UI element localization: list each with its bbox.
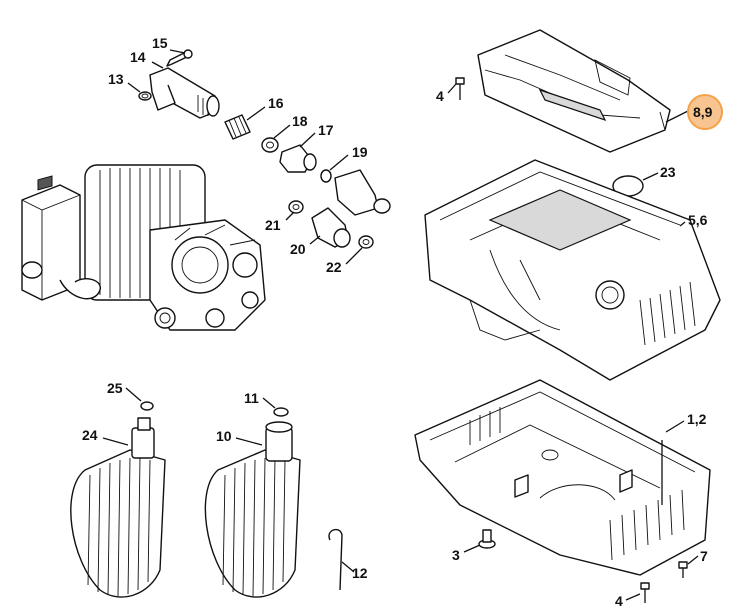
label-14: 14 bbox=[130, 49, 146, 65]
label-20: 20 bbox=[290, 241, 306, 257]
top-handle-part bbox=[455, 29, 671, 153]
label-3: 3 bbox=[452, 547, 460, 563]
label-24: 24 bbox=[82, 427, 98, 443]
leader-lines bbox=[102, 49, 699, 601]
highlight-circle bbox=[687, 94, 723, 130]
label-22: 22 bbox=[326, 259, 342, 275]
label-17: 17 bbox=[318, 122, 334, 138]
label-12: 12 bbox=[352, 565, 368, 581]
upper-housing bbox=[424, 159, 721, 381]
filter-10 bbox=[204, 407, 301, 598]
label-4-top: 4 bbox=[436, 88, 444, 104]
label-5-6: 5,6 bbox=[688, 212, 708, 228]
label-1-2: 1,2 bbox=[687, 411, 707, 427]
screw-7 bbox=[678, 561, 688, 578]
screw-4-bottom bbox=[640, 582, 650, 603]
label-11: 11 bbox=[244, 390, 259, 406]
inlet-fitting-assembly bbox=[138, 49, 220, 119]
label-25: 25 bbox=[107, 380, 123, 396]
screw-3 bbox=[478, 529, 496, 549]
label-10: 10 bbox=[216, 428, 232, 444]
label-19: 19 bbox=[352, 144, 368, 160]
filter-24 bbox=[70, 401, 166, 598]
label-18: 18 bbox=[292, 113, 308, 129]
part-labels: 15 14 13 16 18 17 19 21 20 22 4 8,9 23 5… bbox=[82, 35, 713, 609]
label-13: 13 bbox=[108, 71, 124, 87]
label-15: 15 bbox=[152, 35, 168, 51]
label-7: 7 bbox=[700, 548, 708, 564]
label-4-bottom: 4 bbox=[615, 593, 623, 609]
label-23: 23 bbox=[660, 164, 676, 180]
base-frame bbox=[414, 379, 711, 576]
label-8-9: 8,9 bbox=[693, 104, 713, 120]
motor-pump-assembly bbox=[21, 164, 266, 331]
clip-12 bbox=[328, 528, 343, 591]
label-16: 16 bbox=[268, 95, 284, 111]
label-21: 21 bbox=[265, 217, 281, 233]
fittings-group bbox=[224, 114, 391, 249]
